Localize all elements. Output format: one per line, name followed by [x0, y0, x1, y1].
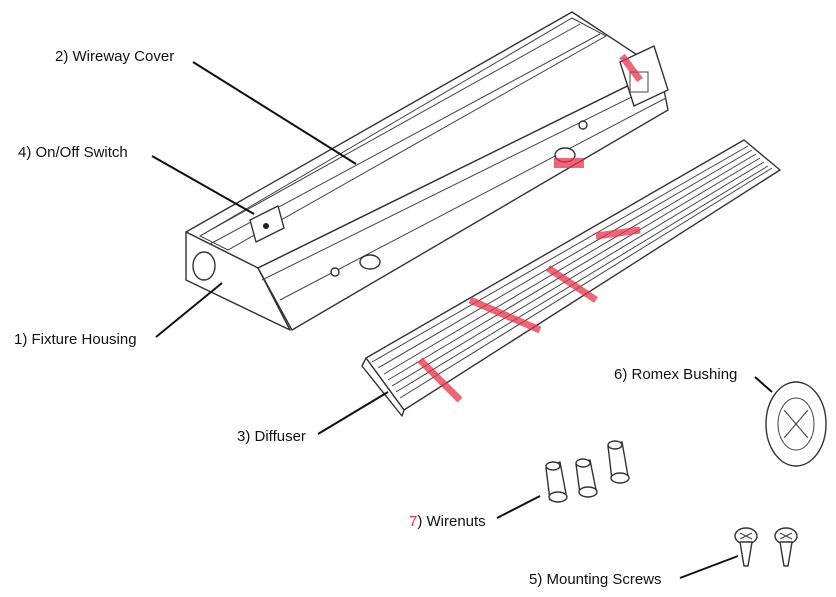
leader-wirenuts [496, 495, 541, 519]
leader-romex [754, 376, 773, 393]
label-wirenuts: 7) Wirenuts [409, 513, 486, 530]
wireway-cover [198, 17, 608, 251]
romex-bushing [765, 381, 827, 467]
diffuser [361, 139, 781, 417]
label-wireway-cover: 2) Wireway Cover [55, 48, 174, 65]
leader-diffuser [317, 391, 389, 435]
mounting-screw [774, 527, 798, 567]
label-romex: 6) Romex Bushing [614, 366, 737, 383]
wirenut [575, 458, 598, 498]
watermark [417, 53, 643, 403]
leader-switch [151, 155, 255, 215]
mounting-screws [734, 527, 798, 567]
label-housing: 1) Fixture Housing [14, 331, 137, 348]
labels: 2) Wireway Cover 4) On/Off Switch 1) Fix… [14, 48, 737, 588]
leader-screws [679, 555, 739, 579]
leader-wireway-cover [192, 61, 357, 165]
leader-housing [155, 282, 223, 338]
label-switch: 4) On/Off Switch [18, 144, 128, 161]
label-wirenuts-text: ) Wirenuts [417, 513, 485, 530]
on-off-switch [249, 205, 285, 243]
label-screws: 5) Mounting Screws [529, 571, 662, 588]
wirenuts [545, 440, 630, 503]
leader-lines [151, 61, 773, 579]
label-diffuser: 3) Diffuser [237, 428, 306, 445]
mounting-screw [734, 527, 758, 567]
knockout-hole [192, 251, 216, 281]
keyhole-slot [359, 254, 381, 270]
wirenut [545, 461, 568, 503]
wirenut [607, 440, 630, 484]
label-wirenuts-number: 7 [409, 513, 417, 530]
